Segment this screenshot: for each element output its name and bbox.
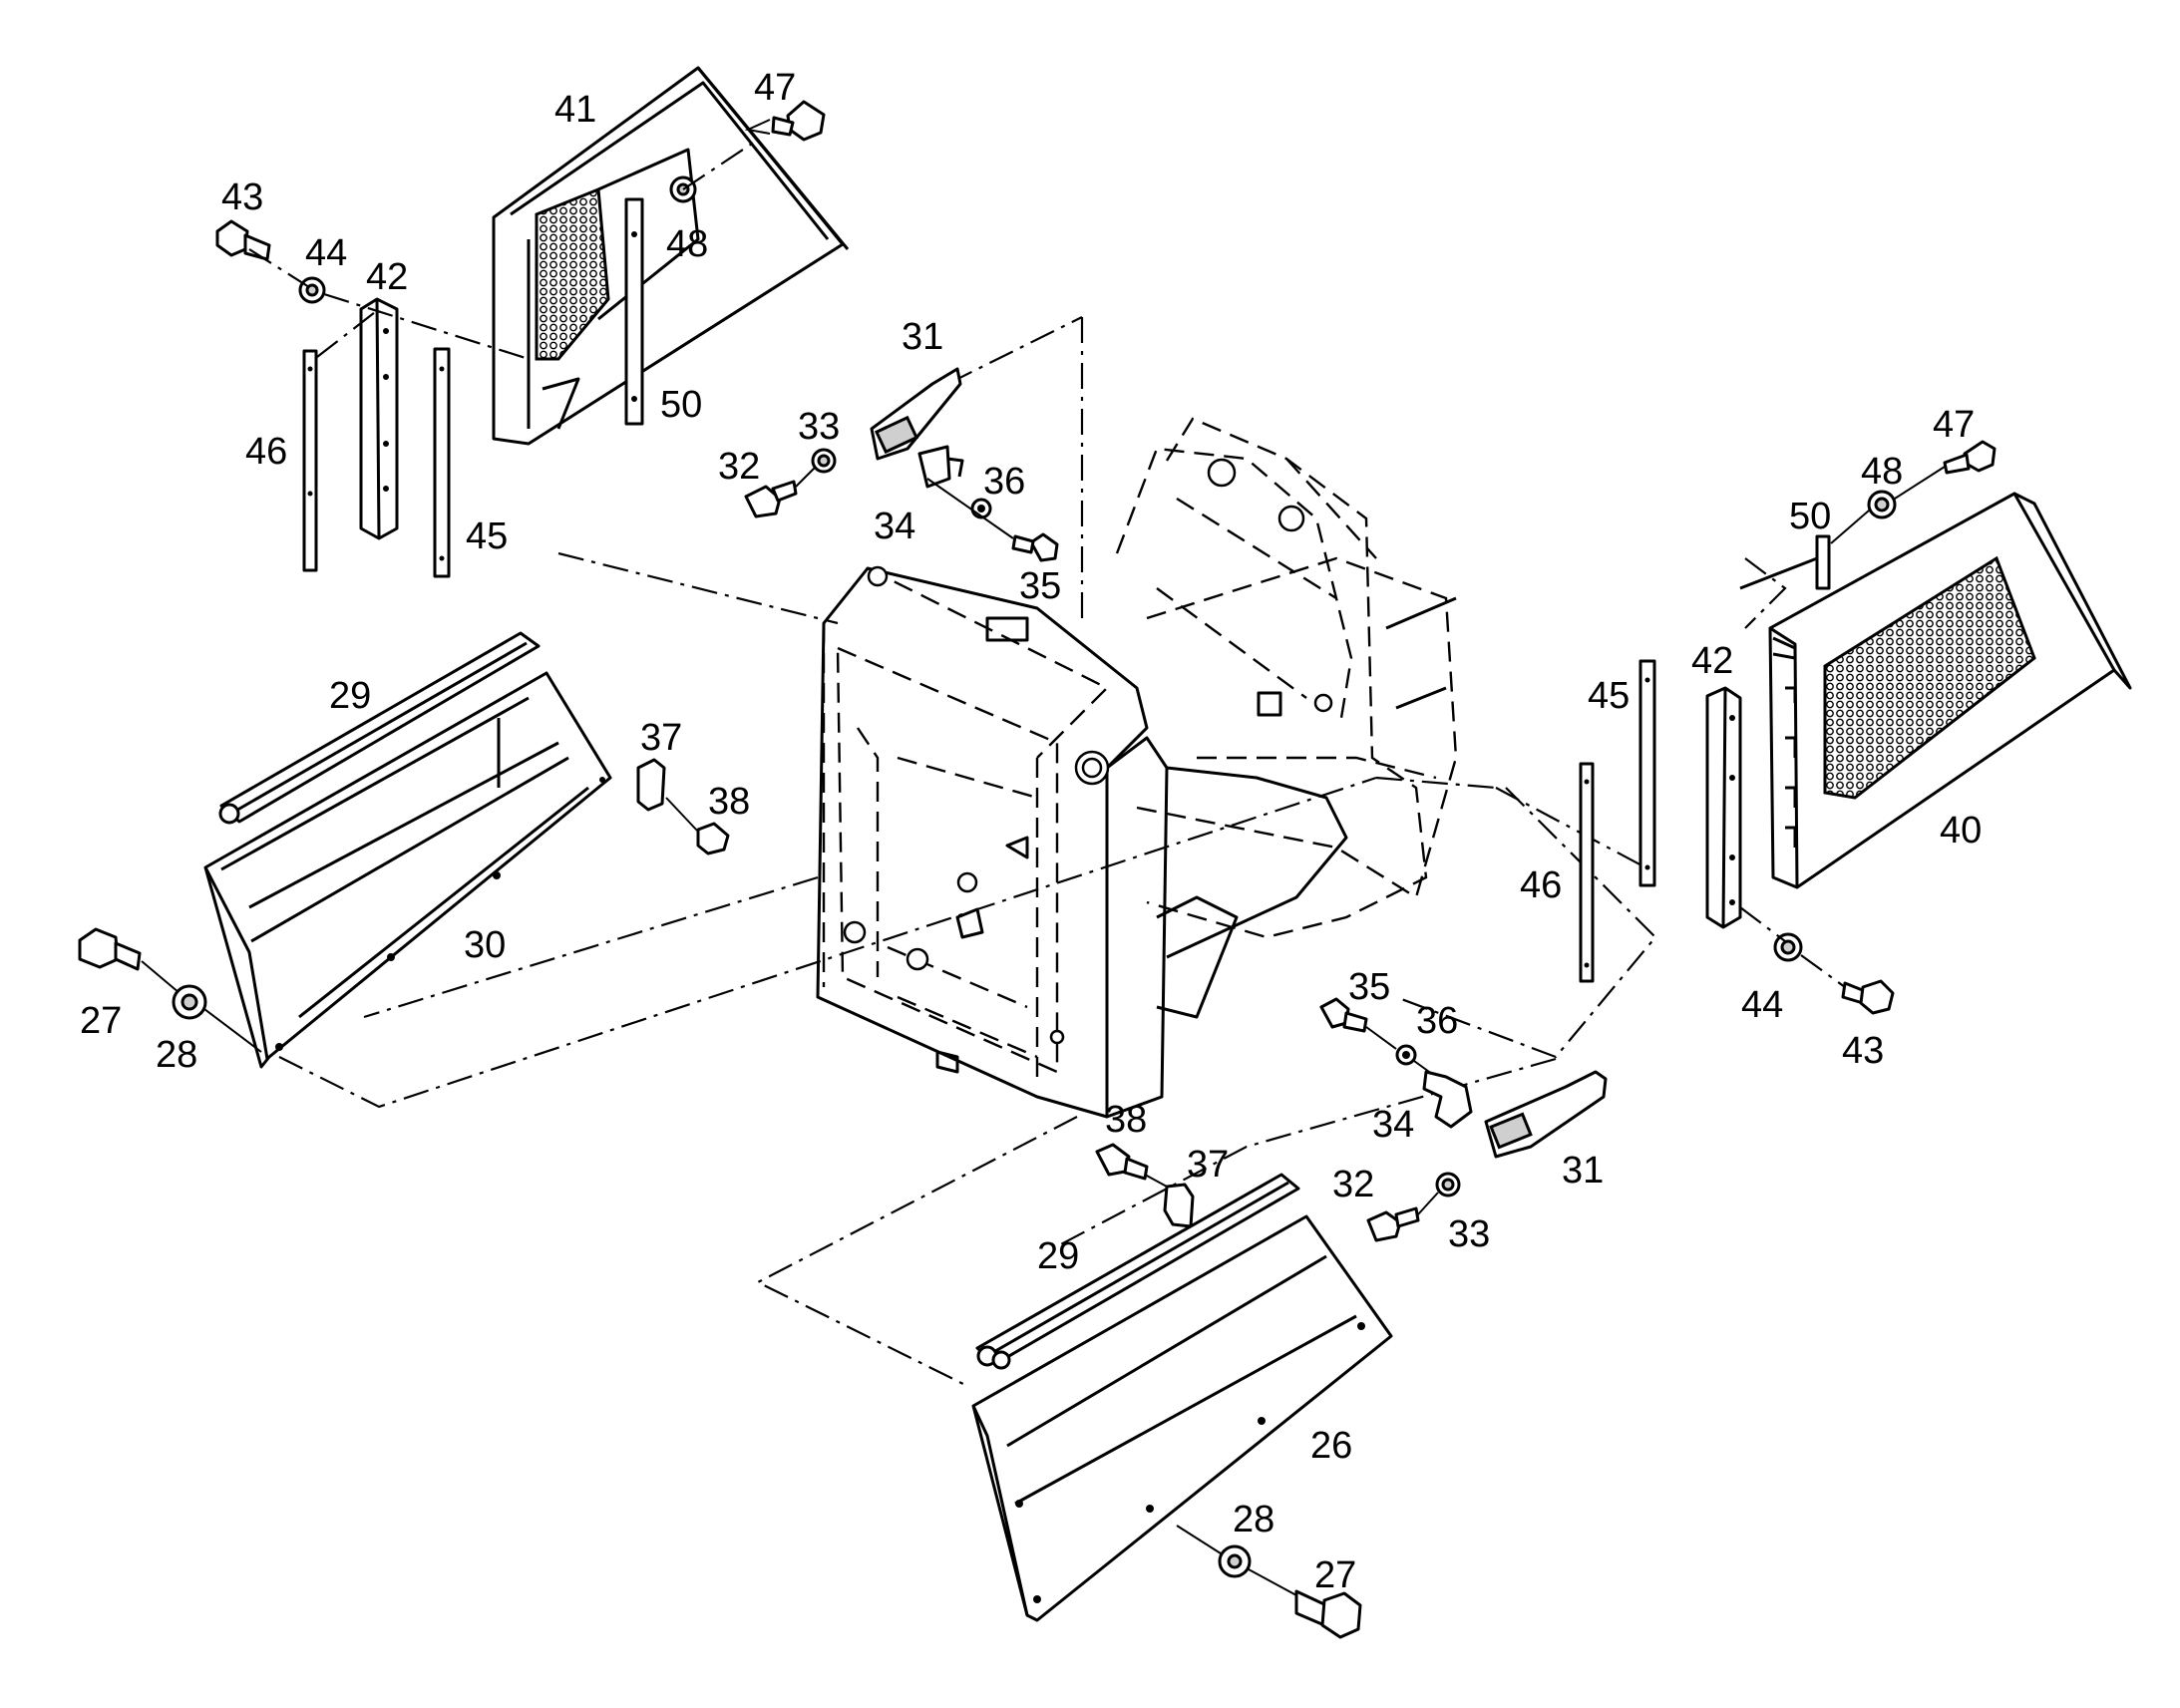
callout-34: 34 <box>1372 1104 1414 1146</box>
callout-labels: 41 47 43 44 42 48 50 46 45 31 33 32 36 3… <box>80 67 1982 1596</box>
seal-strip-29-left <box>218 631 541 825</box>
callout-45: 45 <box>466 515 508 557</box>
callout-46: 46 <box>1520 864 1562 906</box>
callout-48: 48 <box>666 223 708 265</box>
callout-28: 28 <box>1233 1499 1274 1540</box>
strip-50-right <box>1739 534 1831 590</box>
callout-50: 50 <box>1789 496 1831 537</box>
callout-46: 46 <box>245 431 287 473</box>
bolt-32-top <box>744 466 817 518</box>
seal-strip-29-bottom <box>975 1173 1300 1370</box>
callout-45: 45 <box>1588 675 1630 717</box>
callout-36: 36 <box>1416 1000 1458 1042</box>
callout-33: 33 <box>798 406 840 448</box>
callout-47: 47 <box>754 67 796 109</box>
bracket-37-bottom <box>1163 1183 1195 1228</box>
latch-31-top <box>870 367 962 461</box>
washer-33-bottom <box>1435 1172 1461 1197</box>
strip-45-top <box>433 347 451 578</box>
callout-44: 44 <box>1741 984 1783 1026</box>
bolt-27-bottom <box>1294 1589 1362 1639</box>
panel-26-bottom <box>971 1214 1393 1622</box>
leader-lines-top-left <box>248 139 759 361</box>
callout-34: 34 <box>874 506 915 547</box>
bolt-35-top <box>926 478 1059 562</box>
callout-38: 38 <box>1105 1099 1147 1141</box>
strip-45-right <box>1638 659 1656 887</box>
angle-bracket-42-right <box>1705 686 1742 929</box>
bolt-47-top <box>744 100 826 142</box>
callout-33: 33 <box>1448 1213 1490 1255</box>
callout-50: 50 <box>660 384 702 426</box>
washer-48-right <box>1830 490 1897 544</box>
bolt-27-left <box>78 927 181 994</box>
washer-33-top <box>811 448 837 474</box>
side-panel-41-assembly <box>492 66 850 446</box>
callout-43: 43 <box>221 176 263 218</box>
side-panel-40-right <box>1768 492 2132 889</box>
bolt-38-left <box>665 797 730 855</box>
bracket-37-left <box>636 758 666 812</box>
bolt-47-right <box>1894 440 1997 500</box>
callout-36: 36 <box>983 461 1025 503</box>
callout-29: 29 <box>1037 1235 1079 1277</box>
callout-40: 40 <box>1940 810 1982 852</box>
washer-44-top <box>298 276 326 304</box>
callout-48: 48 <box>1861 451 1903 493</box>
callout-47: 47 <box>1933 404 1975 446</box>
panel-30-left <box>203 671 612 1069</box>
bolt-38-bottom <box>1095 1143 1168 1188</box>
callout-31: 31 <box>1562 1150 1604 1192</box>
callout-35: 35 <box>1348 966 1390 1008</box>
callout-42: 42 <box>1691 640 1733 682</box>
washer-28-left <box>172 984 262 1053</box>
callout-35: 35 <box>1019 565 1061 607</box>
callout-37: 37 <box>1187 1144 1229 1186</box>
callout-30: 30 <box>464 924 506 966</box>
latch-31-bottom <box>1484 1070 1608 1159</box>
callout-43: 43 <box>1842 1030 1884 1072</box>
bolt-43-right <box>1739 906 1895 1015</box>
callout-42: 42 <box>366 256 408 298</box>
callout-32: 32 <box>1332 1164 1374 1205</box>
bolt-43-top <box>215 219 271 261</box>
callout-27: 27 <box>80 1000 122 1042</box>
callout-28: 28 <box>156 1034 197 1076</box>
washer-44-right <box>1773 932 1803 962</box>
callout-44: 44 <box>305 232 347 274</box>
washer-28-bottom <box>1176 1525 1297 1596</box>
bolt-32-bottom <box>1366 1192 1439 1242</box>
catch-34-top <box>917 445 964 489</box>
callout-29: 29 <box>329 675 371 717</box>
bolt-35-bottom <box>1319 997 1397 1050</box>
callout-31: 31 <box>902 316 943 358</box>
catch-34-bottom <box>1422 1070 1473 1129</box>
strip-46-right <box>1579 762 1595 983</box>
callout-26: 26 <box>1310 1425 1352 1467</box>
callout-41: 41 <box>554 89 596 131</box>
callout-37: 37 <box>640 717 682 759</box>
callout-38: 38 <box>708 781 750 823</box>
angle-bracket-42-top <box>359 297 399 540</box>
callout-27: 27 <box>1314 1554 1356 1596</box>
main-frame-housing <box>816 417 1458 1119</box>
strip-46-top <box>302 349 318 572</box>
callout-32: 32 <box>718 446 760 488</box>
